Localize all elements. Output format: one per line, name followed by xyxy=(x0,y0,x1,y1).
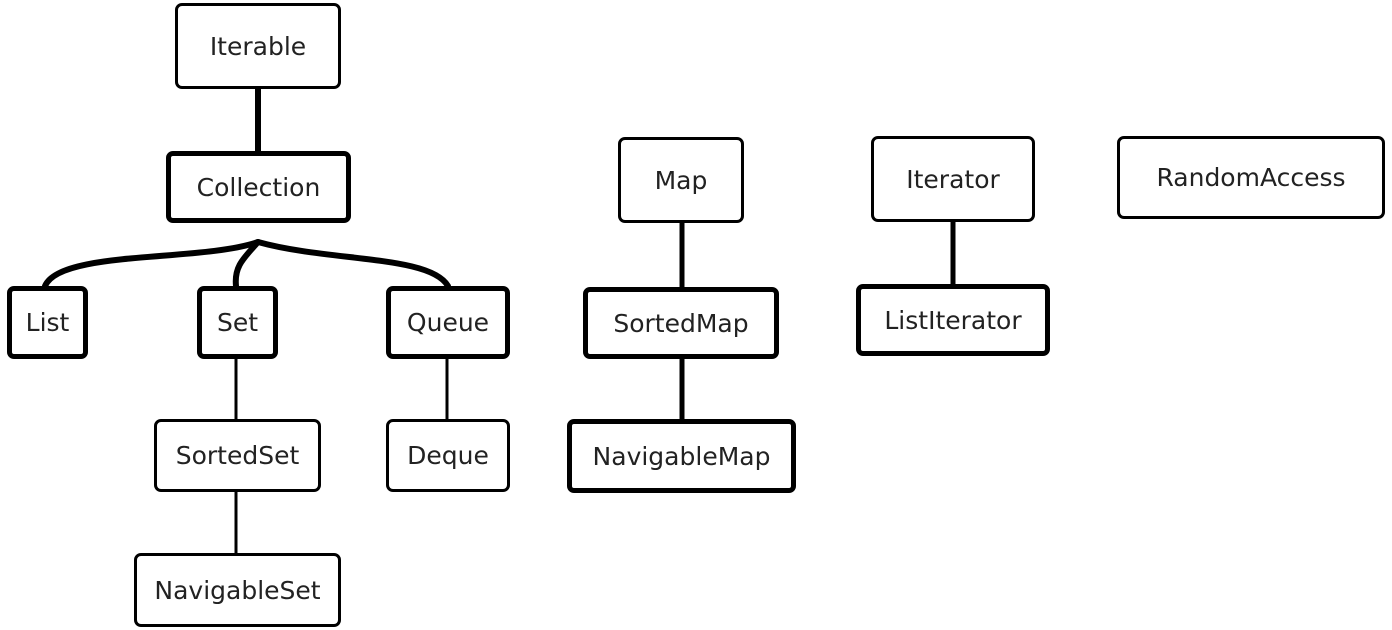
node-randomaccess: RandomAccess xyxy=(1117,136,1385,219)
node-set: Set xyxy=(197,286,278,359)
node-iterable: Iterable xyxy=(175,3,341,89)
node-sortedset: SortedSet xyxy=(154,419,321,492)
node-navigableset: NavigableSet xyxy=(134,553,341,627)
node-sortedmap: SortedMap xyxy=(583,287,779,359)
edge-collection-set xyxy=(232,239,261,289)
node-deque: Deque xyxy=(386,419,510,492)
edge-collection-list xyxy=(42,239,261,289)
node-list: List xyxy=(7,286,88,359)
edge-collection-queue xyxy=(255,239,451,289)
node-listiterator: ListIterator xyxy=(856,284,1050,356)
node-collection: Collection xyxy=(166,151,351,223)
node-map: Map xyxy=(618,137,744,223)
node-iterator: Iterator xyxy=(871,136,1035,222)
node-queue: Queue xyxy=(386,286,510,359)
node-navigablemap: NavigableMap xyxy=(567,419,796,493)
